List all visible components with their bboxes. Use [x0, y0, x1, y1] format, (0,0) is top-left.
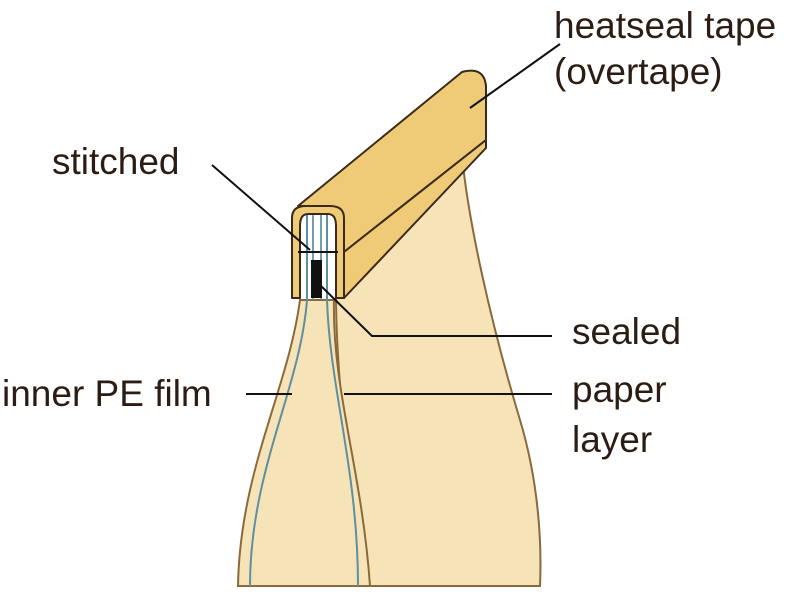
inner-pe-film-right: [326, 212, 359, 587]
label-heatseal-tape: heatseal tape: [554, 5, 776, 46]
label-stitched: stitched: [52, 141, 180, 182]
film-under-tape: [306, 216, 328, 298]
leader-sealed: [319, 284, 552, 337]
label-layer: layer: [572, 419, 652, 460]
leader-heatseal: [469, 43, 561, 109]
seal-mark: [311, 260, 322, 298]
leader-stitched: [211, 164, 311, 251]
bag-front-panel: [236, 299, 372, 587]
inner-pe-film-left: [249, 212, 308, 587]
label-paper: paper: [572, 369, 667, 410]
label-inner-pe-film: inner PE film: [2, 373, 212, 414]
label-overtape: (overtape): [554, 51, 723, 92]
label-sealed: sealed: [572, 311, 681, 352]
heatseal-tape-end: [291, 205, 345, 299]
